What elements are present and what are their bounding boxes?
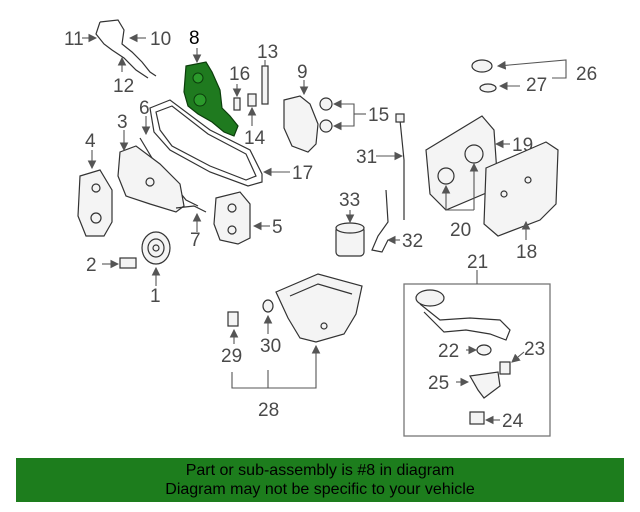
banner-line-1: Part or sub-assembly is #8 in diagram xyxy=(185,462,455,479)
label-2: 2 xyxy=(86,255,97,276)
part-5-cover[interactable] xyxy=(213,191,270,245)
part-29-drain-bolt[interactable] xyxy=(227,311,239,344)
label-25: 25 xyxy=(428,373,449,394)
info-banner: Part or sub-assembly is #8 in diagram Di… xyxy=(16,458,624,502)
part-25-bracket[interactable] xyxy=(456,371,501,399)
part-28-oil-pan[interactable] xyxy=(275,273,363,343)
part-30-washer[interactable] xyxy=(262,299,274,334)
label-21: 21 xyxy=(467,252,488,273)
part-10-11-12-gasket[interactable] xyxy=(82,19,157,79)
label-23: 23 xyxy=(524,339,545,360)
part-32-dipstick-tube[interactable] xyxy=(371,189,400,253)
part-18-crankcase[interactable] xyxy=(483,141,559,240)
label-27: 27 xyxy=(526,75,547,96)
label-32: 32 xyxy=(402,231,423,252)
label-33: 33 xyxy=(339,190,360,211)
part-27-cap-gasket[interactable] xyxy=(479,81,520,93)
label-10: 10 xyxy=(150,29,171,50)
part-8-highlighted-cover[interactable] xyxy=(183,48,239,137)
label-6: 6 xyxy=(139,98,150,119)
label-4: 4 xyxy=(85,131,96,152)
label-18: 18 xyxy=(516,242,537,263)
label-12: 12 xyxy=(113,76,134,97)
part-20-seals[interactable] xyxy=(441,162,479,211)
label-1: 1 xyxy=(150,286,161,307)
label-29: 29 xyxy=(221,346,242,367)
label-30: 30 xyxy=(260,336,281,357)
parts-diagram: 11 10 12 8 16 13 14 9 15 xyxy=(64,19,597,437)
label-15: 15 xyxy=(368,105,389,126)
label-14: 14 xyxy=(244,128,266,149)
label-24: 24 xyxy=(502,411,524,432)
part-16-pin[interactable] xyxy=(232,84,242,111)
label-28-callout xyxy=(231,344,321,389)
part-13-stud[interactable] xyxy=(261,60,269,105)
part-14-bolt[interactable] xyxy=(247,93,257,126)
oil-pickup-tube[interactable] xyxy=(415,289,511,341)
part-15-seals[interactable] xyxy=(319,97,366,133)
label-16: 16 xyxy=(229,64,250,85)
part-2-bolt[interactable] xyxy=(102,257,137,269)
part-17-timing-belt[interactable] xyxy=(149,99,290,187)
label-13: 13 xyxy=(257,42,278,63)
label-17: 17 xyxy=(292,163,313,184)
part-3-timing-cover[interactable] xyxy=(117,130,185,213)
part-22-o-ring[interactable] xyxy=(466,344,492,356)
part-4-cover[interactable] xyxy=(77,150,113,237)
part-26-oil-filler-cap[interactable] xyxy=(471,59,567,79)
label-26: 26 xyxy=(576,64,597,85)
part-7-seal[interactable] xyxy=(175,205,207,232)
label-3: 3 xyxy=(117,112,128,133)
part-24-bolt[interactable] xyxy=(469,411,500,425)
label-28: 28 xyxy=(258,400,279,421)
label-5: 5 xyxy=(272,217,283,238)
part-1-crank-pulley[interactable] xyxy=(141,231,171,286)
label-22: 22 xyxy=(438,341,459,362)
label-11: 11 xyxy=(64,29,84,50)
banner-line-2: Diagram may not be specific to your vehi… xyxy=(165,481,475,498)
part-9-cam-cover[interactable] xyxy=(283,80,319,153)
part-31-dipstick[interactable] xyxy=(376,113,405,220)
label-8: 8 xyxy=(189,28,200,49)
part-21-oil-pickup-box[interactable] xyxy=(403,270,551,437)
label-20: 20 xyxy=(450,220,471,241)
part-23-plug[interactable] xyxy=(499,351,525,375)
label-9: 9 xyxy=(297,62,308,83)
part-33-oil-filter[interactable] xyxy=(335,210,365,257)
label-31: 31 xyxy=(356,147,377,168)
label-7: 7 xyxy=(190,230,201,251)
